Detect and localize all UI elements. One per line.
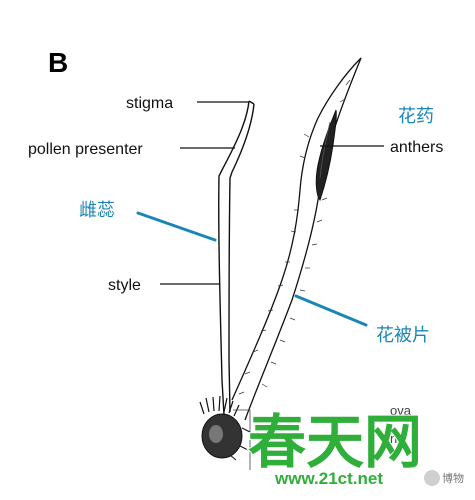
watermark-url: www.21ct.net [274,469,383,488]
ovary-drawing [199,395,251,470]
wechat-icon [424,470,440,486]
blue-leader-lines [136,211,368,327]
pistil-cn-label: 雌蕊 [79,200,115,221]
tepal-drawing [231,57,362,421]
nectary-partial-label: ne [390,431,404,446]
stigma-label: stigma [126,95,173,112]
style-label: style [108,277,141,294]
tepal-cn-label: 花被片 [376,325,430,346]
tepal-hairs [238,79,351,395]
leader-lines [160,101,384,285]
panel-letter: B [48,47,68,78]
watermark: 春天网 www.21ct.net 博物 [247,407,464,488]
ovary-partial-label: ova [390,403,412,418]
watermark-source: 博物 [442,471,464,485]
anthers-shape [315,109,337,202]
pistil-drawing [218,100,255,416]
tepal-cn-leader [294,294,368,327]
anthers-label: anthers [390,139,443,156]
pollen-presenter-label: pollen presenter [28,141,143,158]
pistil-cn-leader [136,211,217,242]
watermark-logo-text: 春天网 [248,408,422,476]
anthers-cn-label: 花药 [398,106,434,127]
